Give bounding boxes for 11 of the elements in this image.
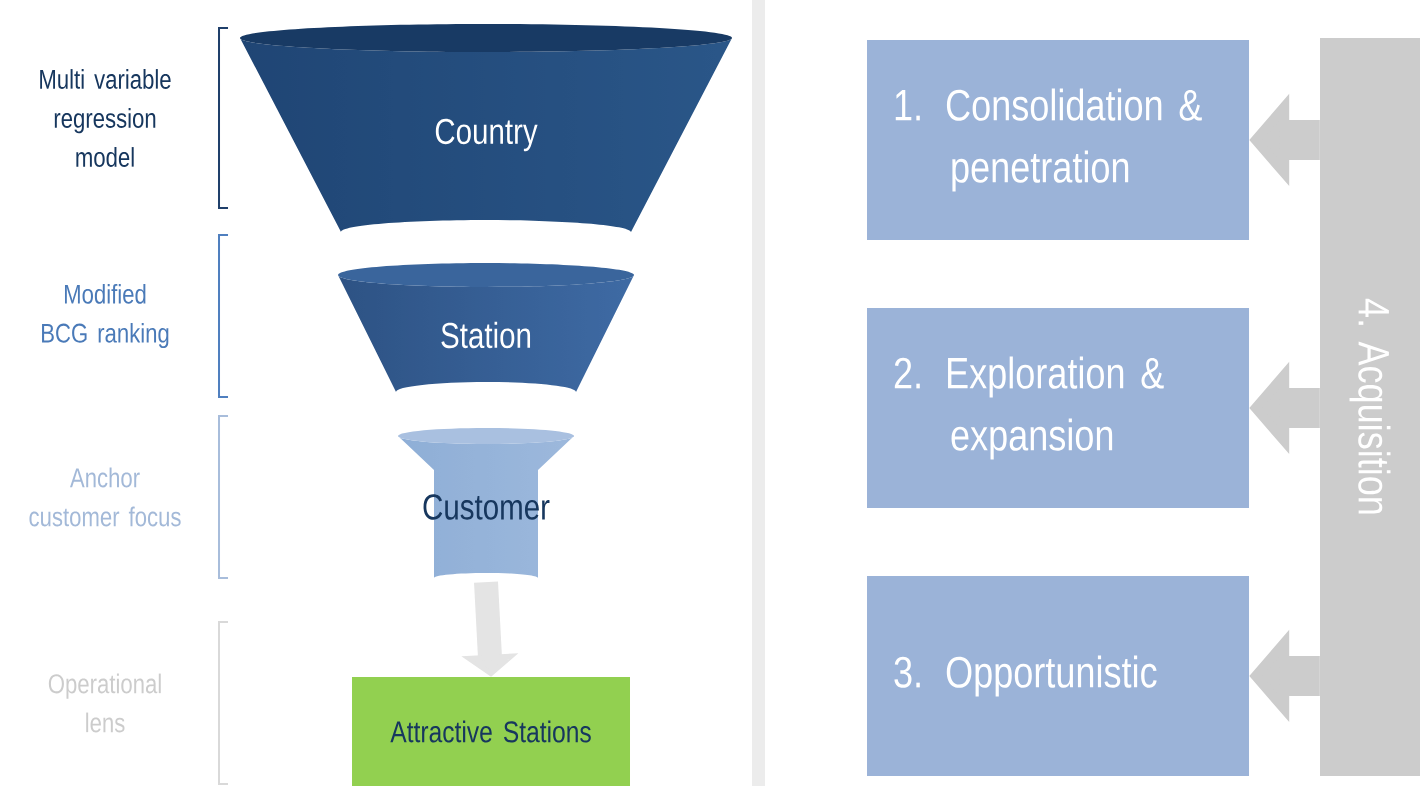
strategy-box: 3. Opportunistic xyxy=(867,576,1249,776)
stage-label: Modified BCG ranking xyxy=(42,283,169,349)
node-label: Country xyxy=(435,118,538,152)
stage-label: Anchor customer focus xyxy=(29,467,181,527)
result-box: Attractive Stations xyxy=(352,677,630,786)
funnel-segment: Station xyxy=(338,263,634,349)
node-label: Station xyxy=(441,321,531,349)
funnel-segment: Country xyxy=(240,24,732,152)
strategy-box: 1. Consolidation & penetration xyxy=(867,40,1249,240)
strategy-box: 2. Exploration & expansion xyxy=(867,308,1249,508)
stage-label: Multi variable regression model xyxy=(40,69,171,167)
